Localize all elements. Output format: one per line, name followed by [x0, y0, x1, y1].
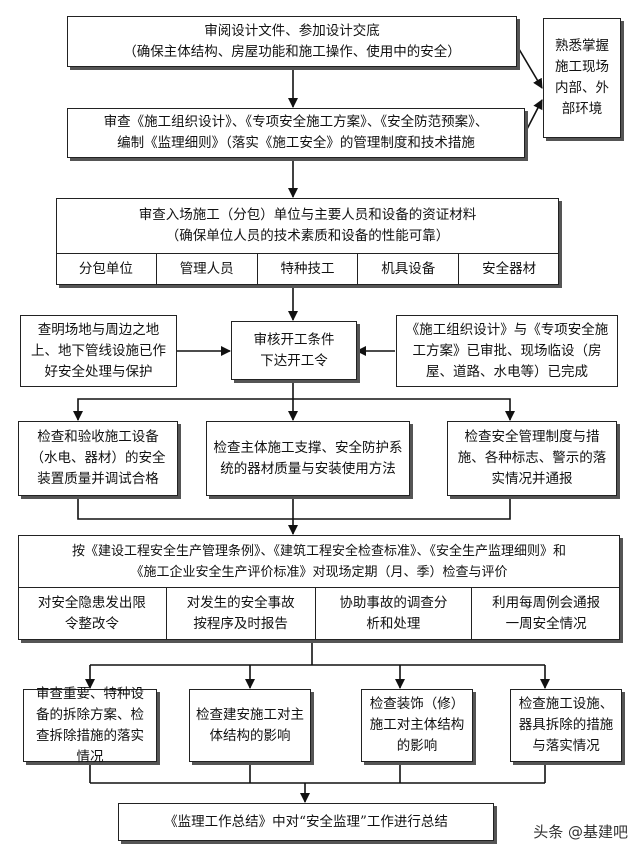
review-start-conditions: 审核开工条件 下达开工令	[231, 321, 357, 380]
condition-plans-approved-text: 《施工组织设计》与《专项安全施工方案》已审批、现场临设（房屋、道路、水电等）已完…	[405, 321, 609, 380]
check-facility-dismantling: 检查施工设施、器具拆除的措施与落实情况	[510, 689, 622, 762]
check-management-system-text: 检查安全管理制度与措施、各种标志、警示的落实情况并通报	[457, 429, 607, 487]
category-safety-materials: 安全器材	[458, 254, 559, 285]
condition-site-safety-text: 查明场地与周边之地上、地下管线设施已作好安全处理与保护	[31, 321, 166, 380]
review-dismantling-plan-text: 审查重要、特种设备的拆除方案、检查拆除措施的落实情况	[36, 685, 144, 765]
review-dismantling-plan: 审查重要、特种设备的拆除方案、检查拆除措施的落实情况	[23, 686, 157, 765]
watermark: 头条 @基建吧	[533, 823, 628, 841]
condition-site-safety: 查明场地与周边之地上、地下管线设施已作好安全处理与保护	[20, 315, 177, 387]
step-review-design: 审阅设计文件、参加设计交底 （确保主体结构、房屋功能和施工操作、使用中的安全）	[67, 16, 517, 67]
step-review-plans: 审查《施工组织设计》、《专项安全施工方案》、《安全防范预案》、 编制《监理细则》…	[67, 108, 525, 158]
qualification-categories: 分包单位 管理人员 特种技工 机具设备 安全器材	[56, 253, 559, 285]
step-review-plans-line1: 审查《施工组织设计》、《专项安全施工方案》、《安全防范预案》、	[103, 114, 489, 130]
step-review-qualifications-line2: （确保单位人员的技术素质和设备的性能可靠）	[165, 228, 450, 244]
step-review-qualifications: 审查入场施工（分包）单位与主要人员和设备的资证材料 （确保单位人员的技术素质和设…	[56, 198, 559, 285]
review-start-conditions-line1: 审核开工条件	[253, 331, 335, 348]
step-review-plans-line2: 编制《监理细则》（落实《施工安全》的管理制度和技术措施	[117, 135, 475, 151]
step-review-qualifications-line1: 审查入场施工（分包）单位与主要人员和设备的资证材料	[138, 207, 477, 223]
arrow-center-left	[73, 398, 293, 421]
periodic-inspection-line1: 按《建设工程安全生产管理条例》、《建筑工程安全检查标准》、《安全生产监理细则》和	[71, 544, 566, 559]
category-special-workers: 特种技工	[256, 254, 358, 285]
check-construction-impact-text: 检查建安施工对主体结构的影响	[196, 706, 304, 744]
side-note-text: 熟悉掌握施工现场内部、外部环境	[555, 38, 609, 117]
work-summary-text: 《监理工作总结》中对“安全监理”工作进行总结	[164, 813, 448, 830]
category-equipment: 机具设备	[357, 254, 458, 285]
arrow-side-top	[515, 43, 543, 89]
review-start-conditions-line2: 下达开工令	[260, 352, 328, 369]
periodic-inspection-line2: 《施工企业安全生产评价标准》对现场定期（月、季）检查与评价	[130, 565, 508, 580]
arrow-side-bottom	[524, 99, 543, 134]
arrow-center-right	[293, 398, 515, 421]
check-equipment: 检查和验收施工设备（水电、器材）的安全装置质量并调试合格	[18, 421, 178, 496]
action-accident-investigation: 协助事故的调查分析和处理	[314, 588, 472, 640]
condition-plans-approved: 《施工组织设计》与《专项安全施工方案》已审批、现场临设（房屋、道路、水电等）已完…	[396, 315, 618, 387]
check-equipment-text: 检查和验收施工设备（水电、器材）的安全装置质量并调试合格	[30, 429, 166, 487]
check-decoration-impact-text: 检查装饰（修）施工对主体结构的影响	[369, 696, 465, 754]
check-construction-impact: 检查建安施工对主体结构的影响	[189, 689, 311, 762]
check-management-system: 检查安全管理制度与措施、各种标志、警示的落实情况并通报	[447, 421, 617, 496]
category-subcontractor: 分包单位	[78, 261, 133, 277]
step-review-design-line2: （确保主体结构、房屋功能和施工操作、使用中的安全）	[123, 43, 461, 60]
inspection-actions: 对安全隐患发出限令整改令 对发生的安全事故按程序及时报告 协助事故的调查分析和处…	[18, 587, 620, 640]
check-structure-support-text: 检查主体施工支撑、安全防护系统的器材质量与安装使用方法	[213, 439, 403, 477]
check-facility-dismantling-text: 检查施工设施、器具拆除的措施与落实情况	[518, 696, 614, 754]
action-hazard-rectification: 对安全隐患发出限令整改令	[37, 595, 146, 632]
work-summary: 《监理工作总结》中对“安全监理”工作进行总结	[118, 803, 494, 841]
step-review-design-line1: 审阅设计文件、参加设计交底	[204, 22, 380, 39]
check-structure-support: 检查主体施工支撑、安全防护系统的器材质量与安装使用方法	[206, 421, 410, 496]
action-accident-report: 对发生的安全事故按程序及时报告	[165, 588, 315, 640]
side-note-environment: 熟悉掌握施工现场内部、外部环境	[543, 18, 621, 138]
category-management: 管理人员	[155, 254, 257, 285]
check-decoration-impact: 检查装饰（修）施工对主体结构的影响	[361, 689, 473, 762]
action-weekly-meeting: 利用每周例会通报一周安全情况	[471, 588, 620, 640]
